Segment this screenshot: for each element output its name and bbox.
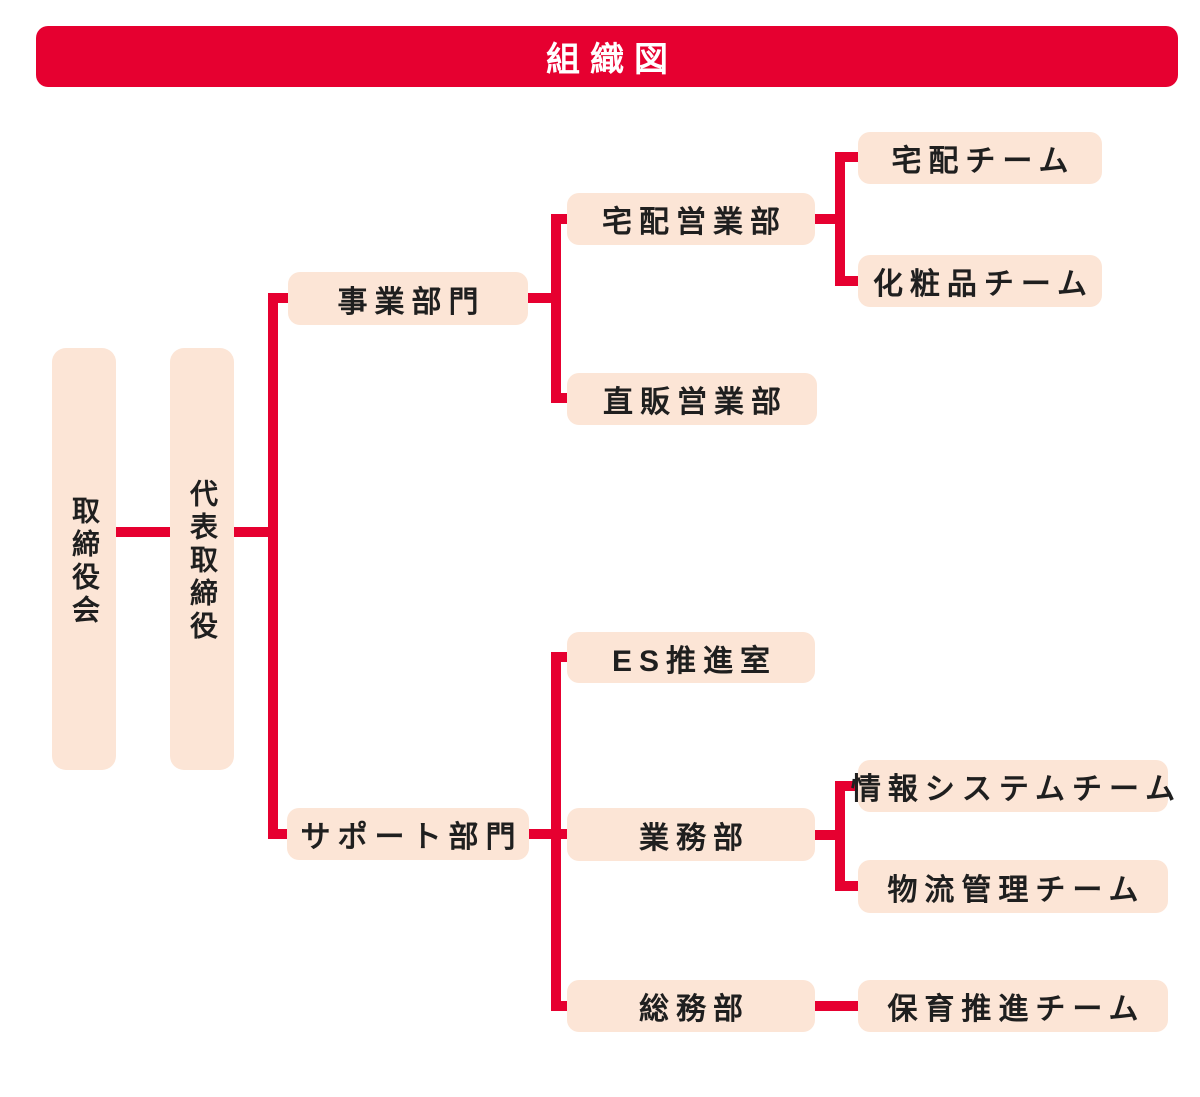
node-board-of-directors: 取締役会 (52, 348, 116, 770)
node-delivery-team: 宅配チーム (858, 132, 1102, 184)
connector-to-logistics-mgmt-team (835, 881, 860, 891)
connector-delivery-sales-dept-out (813, 214, 845, 224)
connector-to-general-affairs-dept (551, 1001, 571, 1011)
connector-to-childcare-team (813, 1001, 860, 1011)
connector-operations-dept-out (813, 830, 845, 840)
node-info-systems-team: 情報システムチーム (851, 760, 1175, 812)
connector-to-operations-dept (551, 829, 571, 839)
connector-to-direct-sales-dept (551, 393, 571, 403)
connector-ceo-to-main-trunk (233, 527, 278, 537)
connector-business-division-out (525, 293, 561, 303)
connector-main-trunk (268, 293, 278, 839)
node-representative-director: 代表取締役 (170, 348, 234, 770)
node-operations-dept: 業務部 (567, 808, 815, 861)
connector-board-to-ceo (115, 527, 170, 537)
node-support-division: サポート部門 (287, 808, 529, 860)
connector-business-branch-trunk (551, 214, 561, 403)
page-title: 組織図 (546, 41, 678, 79)
connector-to-delivery-team (835, 152, 860, 162)
connector-to-cosmetics-team (835, 276, 860, 286)
connector-support-division-out (527, 829, 561, 839)
node-logistics-mgmt-team: 物流管理チーム (858, 860, 1168, 913)
node-es-promotion-office: ES推進室 (567, 632, 815, 683)
connector-to-delivery-sales-dept (551, 214, 571, 224)
node-general-affairs-dept: 総務部 (567, 980, 815, 1032)
title-banner: 組織図 (36, 26, 1178, 87)
node-business-division: 事業部門 (288, 272, 528, 325)
node-direct-sales-dept: 直販営業部 (567, 373, 817, 425)
node-childcare-promotion-team: 保育推進チーム (858, 980, 1168, 1032)
connector-trunk-to-support-division (268, 829, 293, 839)
connector-to-es-promotion-office (551, 652, 571, 662)
connector-trunk-to-business-division (268, 293, 293, 303)
node-cosmetics-team: 化粧品チーム (858, 255, 1102, 307)
connector-to-info-systems-team (835, 781, 860, 791)
node-delivery-sales-dept: 宅配営業部 (567, 193, 815, 245)
